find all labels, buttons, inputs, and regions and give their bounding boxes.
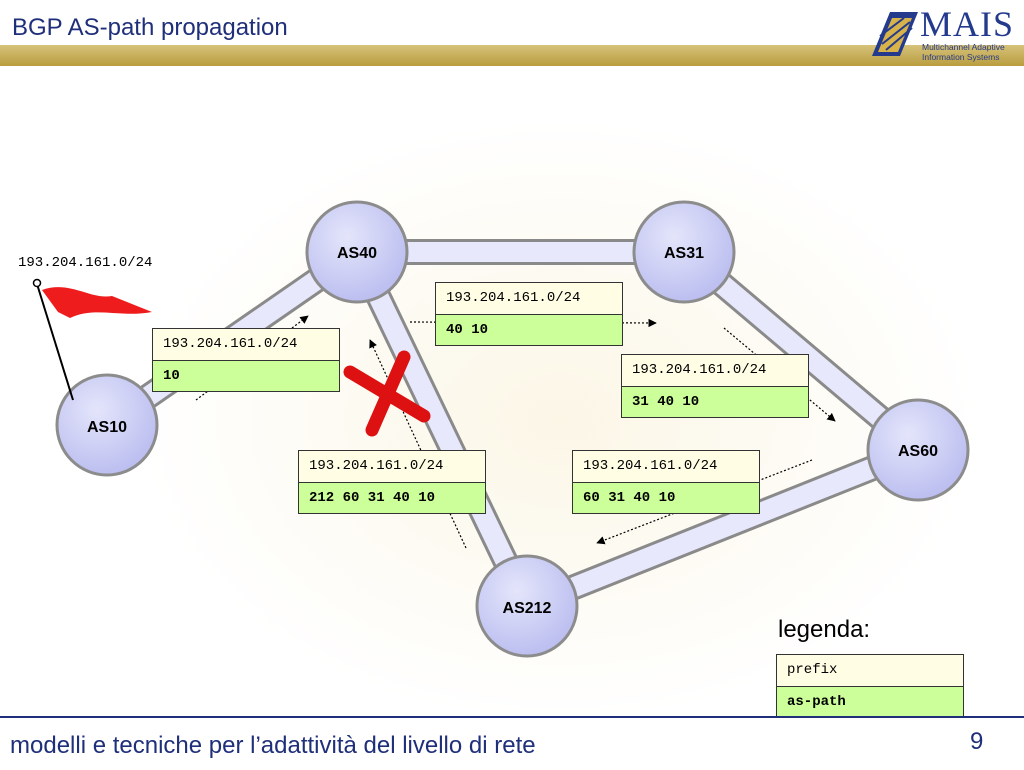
legend-table: prefix as-path [776, 654, 964, 718]
route-table-as40: 193.204.161.0/24 40 10 [435, 282, 623, 346]
as212-node[interactable]: AS212 [475, 554, 579, 658]
as212-label: AS212 [503, 600, 552, 617]
route-as-path: 10 [153, 361, 339, 391]
route-prefix: 193.204.161.0/24 [436, 283, 622, 315]
route-prefix: 193.204.161.0/24 [573, 451, 759, 483]
route-prefix: 193.204.161.0/24 [622, 355, 808, 387]
route-table-as10: 193.204.161.0/24 10 [152, 328, 340, 392]
slide-title: BGP AS-path propagation [12, 14, 288, 41]
footer-text: modelli e tecniche per l’adattività del … [10, 732, 536, 759]
logo-mark-icon [872, 12, 918, 56]
header-band [0, 45, 1024, 66]
link-as212-as40 [345, 246, 539, 612]
logo-tagline-1: Multichannel Adaptive [922, 42, 1005, 52]
network-diagram: AS10 AS40 AS31 AS60 AS212 [32, 120, 980, 716]
logo-tagline-2: Information Systems [922, 52, 1000, 62]
rejected-cross-icon [343, 350, 431, 437]
as40-node[interactable]: AS40 [305, 200, 409, 304]
legend-prefix: prefix [777, 655, 963, 687]
as10-node[interactable]: AS10 [55, 373, 159, 477]
as31-node[interactable]: AS31 [632, 200, 736, 304]
logo-word: MAIS [920, 4, 1015, 44]
origin-prefix-label: 193.204.161.0/24 [18, 255, 153, 271]
route-prefix: 193.204.161.0/24 [299, 451, 485, 483]
route-as-path: 60 31 40 10 [573, 483, 759, 513]
origin-flag-icon [32, 278, 152, 401]
route-prefix: 193.204.161.0/24 [153, 329, 339, 361]
arrow-as60-to-as212 [596, 459, 813, 545]
as60-label: AS60 [898, 443, 938, 460]
route-table-as31: 193.204.161.0/24 31 40 10 [621, 354, 809, 418]
legend-label: legenda: [778, 616, 871, 643]
route-as-path: 40 10 [436, 315, 622, 345]
as40-label: AS40 [337, 245, 377, 262]
footer: modelli e tecniche per l’adattività del … [0, 716, 1024, 770]
route-table-as212: 193.204.161.0/24 212 60 31 40 10 [298, 450, 486, 514]
route-as-path: 212 60 31 40 10 [299, 483, 485, 513]
route-as-path: 31 40 10 [622, 387, 808, 417]
route-table-as60: 193.204.161.0/24 60 31 40 10 [572, 450, 760, 514]
page-number: 9 [970, 728, 984, 755]
as60-node[interactable]: AS60 [866, 398, 970, 502]
link-as60-as212 [522, 437, 923, 619]
as31-label: AS31 [664, 245, 704, 262]
header: BGP AS-path propagation MAIS Multichanne… [0, 0, 1024, 66]
legend-as-path: as-path [777, 687, 963, 717]
mais-logo: MAIS Multichannel Adaptive Information S… [870, 6, 1020, 62]
as10-label: AS10 [87, 419, 127, 436]
